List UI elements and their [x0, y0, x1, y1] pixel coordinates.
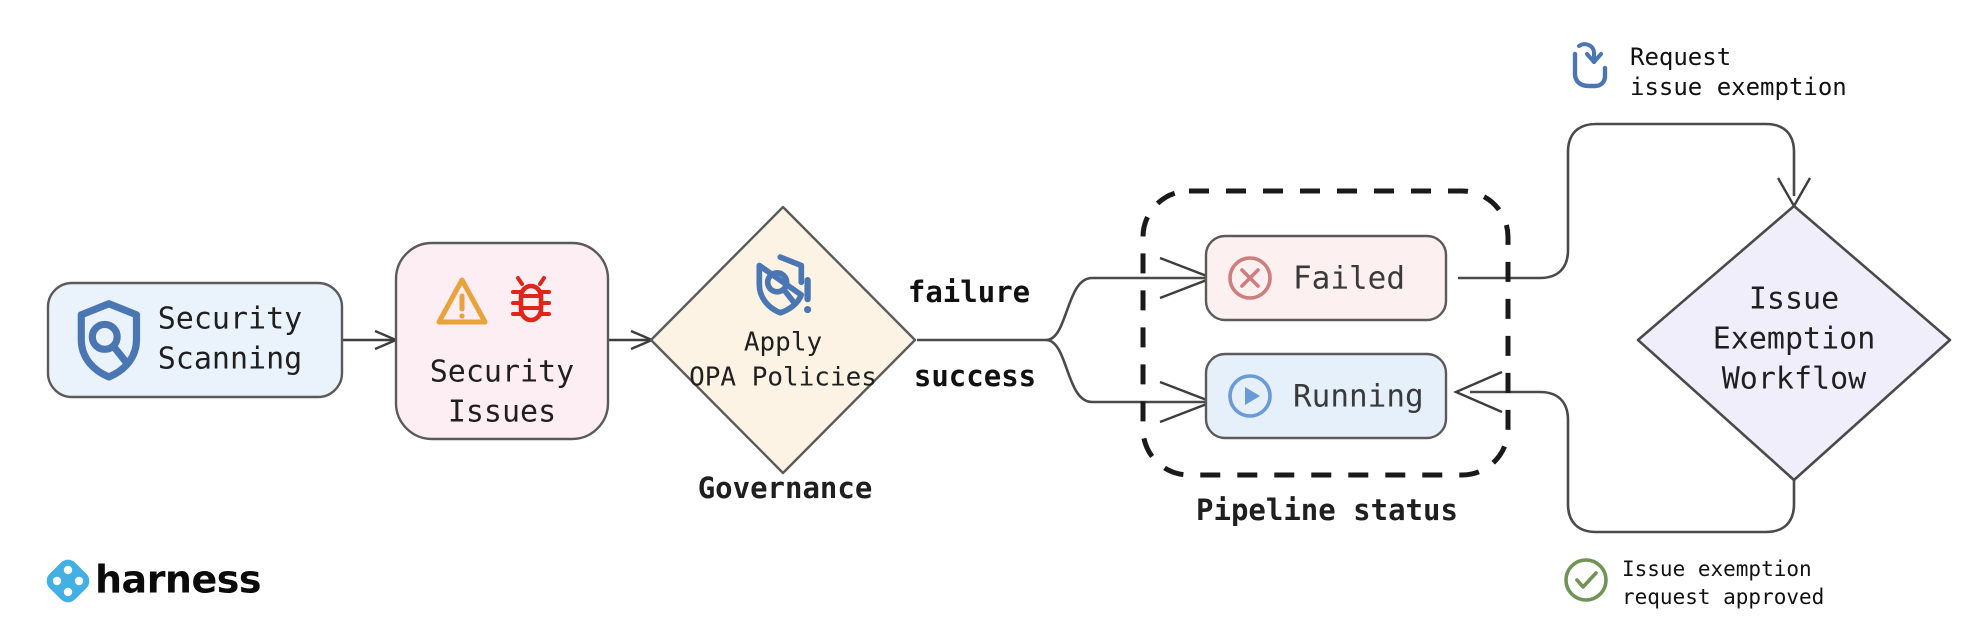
workflow-label-line1: Issue — [1749, 282, 1839, 317]
node-running[interactable]: Running — [1204, 352, 1448, 440]
check-circle-icon — [1564, 558, 1608, 602]
shield-search-icon — [77, 300, 141, 381]
governance-caption: Governance — [698, 471, 873, 505]
bug-icon — [511, 276, 551, 323]
node-apply-opa-policies[interactable]: Apply OPA Policies Governance — [649, 205, 917, 505]
harness-logo: harness — [46, 558, 262, 603]
harness-logo-text: harness — [95, 558, 261, 602]
edge-governance-split — [917, 276, 1206, 404]
edge-label-success: success — [914, 359, 1036, 393]
workflow-label-line3: Workflow — [1722, 362, 1867, 397]
running-label: Running — [1293, 379, 1424, 415]
workflow-label-line2: Exemption — [1713, 322, 1876, 357]
request-annotation-line2: issue exemption — [1630, 73, 1847, 101]
edge-scanning-to-issues — [342, 329, 400, 351]
security-scanning-label-line2: Scanning — [158, 342, 303, 377]
edge-label-failure: failure — [908, 275, 1030, 309]
node-issue-exemption-workflow[interactable]: Issue Exemption Workflow — [1636, 204, 1952, 482]
approved-annotation-line2: request approved — [1622, 585, 1824, 609]
annotation-request-approved: Issue exemption request approved — [1564, 557, 1824, 609]
edge-issues-to-governance — [608, 329, 656, 351]
annotation-request-issue-exemption: Request issue exemption — [1572, 42, 1847, 101]
request-annotation-line1: Request — [1630, 43, 1731, 71]
node-failed[interactable]: Failed — [1204, 234, 1448, 322]
approved-annotation-line1: Issue exemption — [1622, 557, 1812, 581]
warning-triangle-icon — [436, 277, 488, 325]
opa-label-line1: Apply — [744, 328, 822, 358]
security-issues-label-line1: Security — [430, 355, 575, 390]
node-security-scanning[interactable]: Security Scanning — [46, 281, 344, 399]
failed-label: Failed — [1293, 261, 1405, 297]
shield-policy-alert-icon — [756, 254, 812, 316]
click-hand-icon — [1572, 42, 1608, 89]
pipeline-status-caption: Pipeline status — [1196, 493, 1458, 527]
security-issues-label-line2: Issues — [448, 395, 556, 430]
edge-workflow-to-running — [1452, 370, 1796, 534]
security-scanning-label-line1: Security — [158, 302, 303, 337]
pipeline-status-group: Pipeline status — [1140, 188, 1511, 527]
opa-label-line2: OPA Policies — [689, 363, 877, 393]
circle-play-icon — [1228, 374, 1272, 418]
circle-x-icon — [1228, 256, 1272, 300]
harness-diamond-icon — [46, 559, 90, 603]
node-security-issues[interactable]: Security Issues — [394, 241, 610, 441]
